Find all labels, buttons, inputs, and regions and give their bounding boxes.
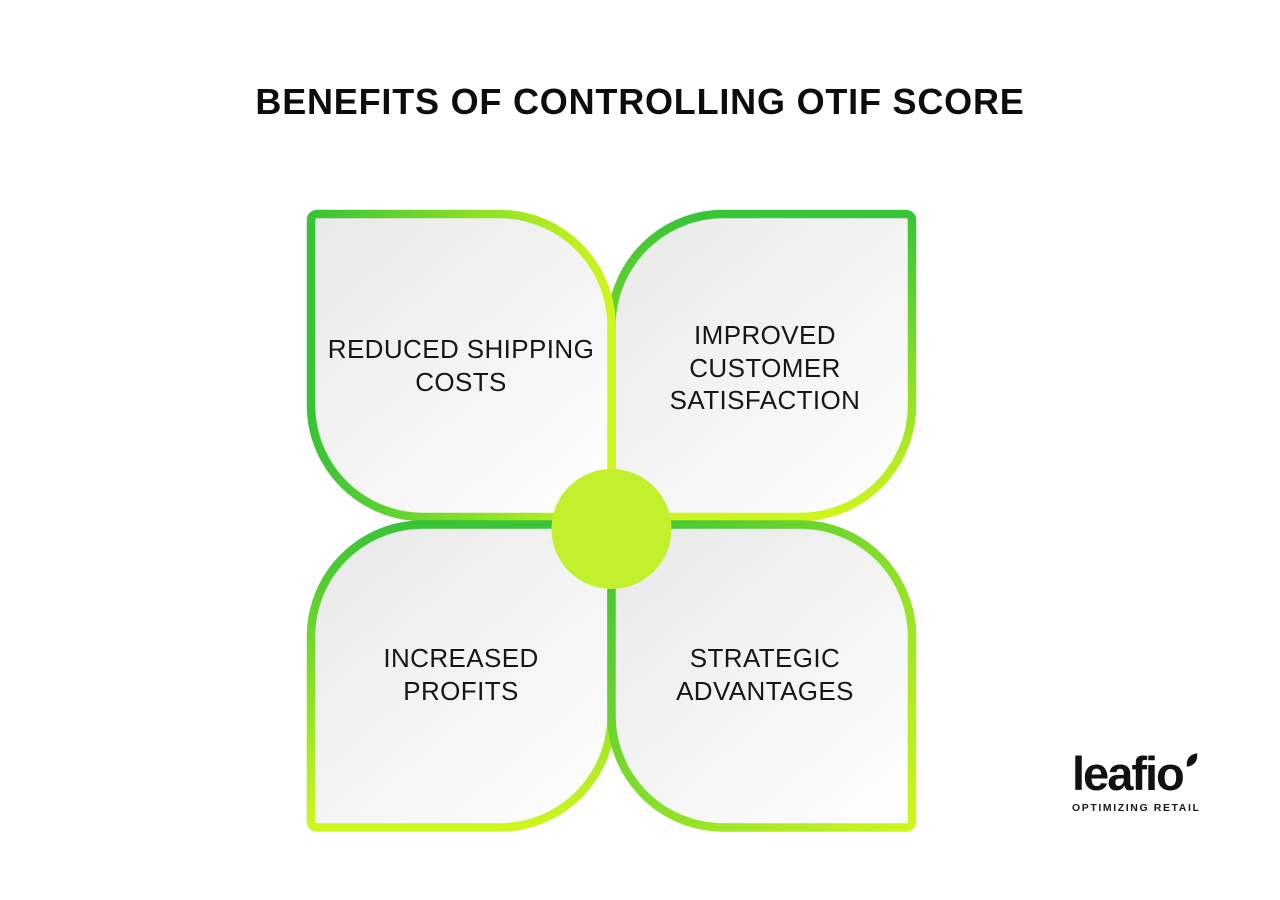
page-title: BENEFITS OF CONTROLLING OTIF SCORE (255, 81, 1025, 122)
petal-label-text: IMPROVED CUSTOMER SATISFACTION (669, 319, 861, 416)
petal-label-text: REDUCED SHIPPING COSTS (327, 334, 595, 397)
petal-shape-top-left (306, 209, 616, 522)
leafio-logo: leafio OPTIMIZING RETAIL (1072, 750, 1222, 814)
otif-benefits-flower-diagram (306, 209, 917, 832)
leafio-wordmark: leafio (1072, 747, 1185, 800)
leaf-icon (1186, 753, 1198, 767)
petal-label-strategic-advantages: STRATEGIC ADVANTAGES (614, 527, 916, 823)
petal-label-improved-customer-satisfaction: IMPROVED CUSTOMER SATISFACTION (614, 218, 916, 518)
petal-shape-top-right (607, 209, 917, 522)
center-hub-circle (551, 469, 672, 589)
petal-label-text: INCREASED PROFITS (383, 643, 539, 706)
petal-shape-bottom-left (306, 520, 616, 832)
petal-shape-bottom-right (607, 520, 917, 832)
petal-label-text: STRATEGIC ADVANTAGES (676, 643, 854, 706)
petal-label-increased-profits: INCREASED PROFITS (311, 527, 611, 823)
petal-label-reduced-shipping-costs: REDUCED SHIPPING COSTS (311, 218, 611, 514)
logo-tagline: OPTIMIZING RETAIL (1072, 802, 1201, 814)
